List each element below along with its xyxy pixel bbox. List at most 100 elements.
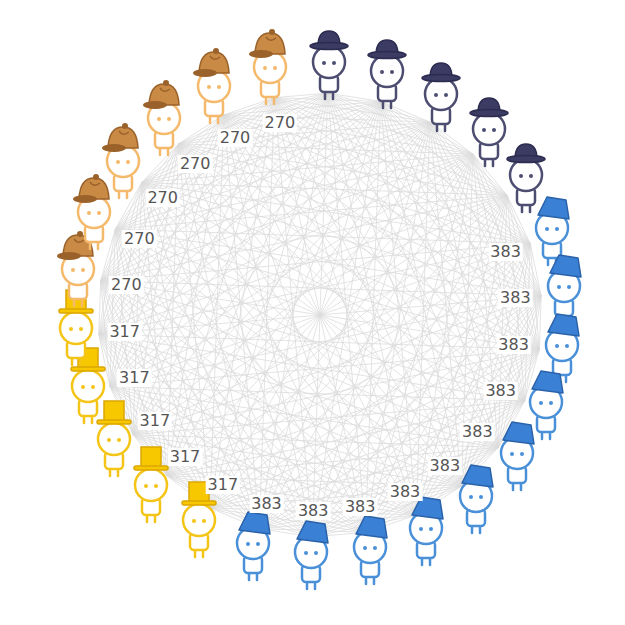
navy-hat-figure [470, 98, 508, 166]
web-line [274, 98, 416, 515]
weight-number: 270 [109, 276, 144, 294]
navy-hat-figure [507, 144, 545, 212]
web-line [101, 281, 313, 537]
web-line [179, 144, 260, 529]
web-line [381, 101, 507, 195]
blue-hat-figure [501, 422, 534, 490]
web-line [99, 334, 416, 515]
yellow-hat-figure [97, 401, 131, 476]
blue-hat-figure [460, 465, 493, 533]
web-line [274, 98, 380, 102]
weight-number: 317 [168, 448, 203, 466]
weight-number: 270 [178, 155, 213, 173]
weight-number: 383 [388, 483, 423, 501]
web-line [115, 229, 312, 537]
navy-hat-figure [368, 40, 406, 108]
web-line [210, 195, 507, 508]
web-line [99, 98, 275, 334]
web-line [115, 229, 210, 508]
web-line [110, 154, 473, 386]
weight-number: 383 [296, 502, 331, 520]
weight-number: 383 [249, 495, 284, 513]
navy-hat-figure [422, 63, 460, 131]
blue-hat-figure [530, 371, 563, 439]
web-line [530, 244, 541, 296]
web-line [461, 447, 498, 486]
weight-number: 383 [496, 336, 531, 354]
web-line [210, 115, 224, 508]
web-line [142, 183, 540, 350]
web-line [133, 435, 312, 537]
blue-hat-figure [548, 255, 581, 323]
web-line [101, 144, 179, 281]
web-line [366, 401, 525, 532]
weight-number: 317 [138, 412, 173, 430]
weight-number: 270 [263, 114, 298, 132]
web-line [224, 115, 366, 532]
orange-hat-figure [193, 48, 230, 123]
web-line [110, 349, 540, 386]
web-line [328, 93, 499, 447]
orange-hat-figure [102, 123, 139, 198]
web-line [167, 476, 312, 537]
web-line [110, 386, 260, 528]
connection-web [99, 93, 541, 537]
web-line [99, 334, 312, 537]
web-line [259, 447, 498, 528]
web-line [142, 154, 473, 183]
weight-number: 270 [218, 129, 253, 147]
weight-number: 383 [460, 423, 495, 441]
weight-number: 317 [206, 476, 241, 494]
blue-hat-figure [546, 314, 579, 382]
web-line [142, 98, 275, 183]
web-line [115, 229, 498, 447]
web-line [259, 515, 416, 529]
web-line [430, 122, 473, 154]
web-line [133, 435, 498, 448]
web-line [110, 386, 366, 532]
blue-hat-figure [354, 516, 387, 584]
web-line [274, 98, 365, 533]
blue-hat-figure [536, 197, 569, 265]
web-line [133, 183, 142, 435]
web-line [101, 281, 260, 529]
web-line [210, 98, 274, 508]
web-line [101, 281, 366, 533]
web-line [99, 334, 366, 532]
web-line [101, 244, 531, 281]
web-line [179, 144, 507, 196]
yellow-hat-figure [59, 290, 93, 365]
blue-hat-figure [410, 497, 443, 565]
web-line [142, 183, 530, 244]
web-line [381, 101, 430, 122]
weight-number: 383 [498, 289, 533, 307]
web-line [167, 115, 224, 476]
web-line [259, 98, 274, 529]
web-line [101, 115, 224, 281]
weight-number: 270 [122, 230, 157, 248]
web-line [461, 296, 541, 486]
orange-hat-figure [249, 29, 286, 104]
web-line [179, 93, 328, 144]
orange-hat-figure [73, 174, 110, 249]
blue-hat-figure [237, 512, 270, 580]
web-line [115, 229, 365, 532]
web-line [224, 115, 461, 486]
web-line [224, 115, 312, 537]
navy-hat-figure [310, 31, 348, 99]
weight-number: 270 [145, 189, 180, 207]
web-line [99, 115, 224, 334]
web-line [142, 183, 507, 196]
web-line [274, 98, 461, 487]
web-line [274, 98, 539, 350]
web-line [224, 101, 381, 115]
orange-hat-figure [143, 80, 180, 155]
web-line [142, 144, 179, 183]
web-line [179, 144, 540, 350]
web-line [274, 98, 430, 122]
web-line [274, 98, 541, 296]
web-line [101, 281, 133, 435]
web-line [115, 229, 461, 486]
